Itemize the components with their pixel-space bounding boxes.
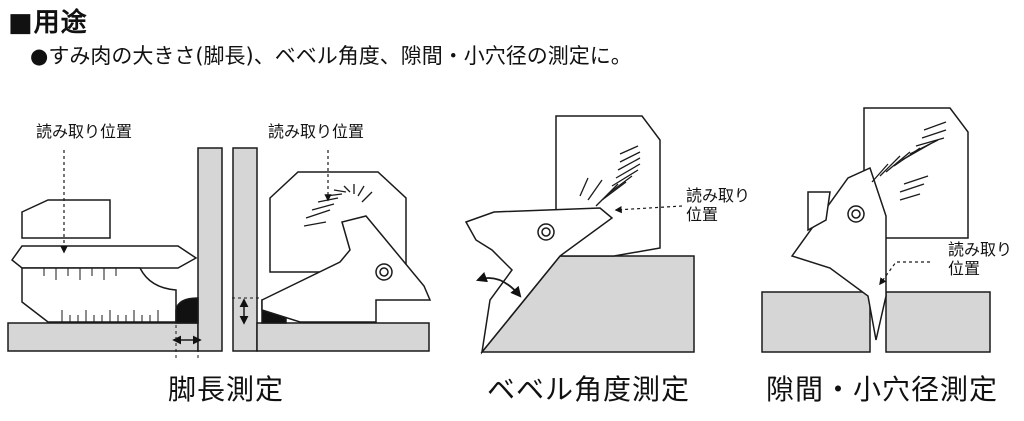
caption-leg-length: 脚長測定: [168, 373, 285, 406]
angle-scale-bevel: [579, 145, 641, 207]
reading-leader-3: [614, 205, 683, 214]
angle-scale-gap: [871, 121, 947, 201]
base-plate-left: [7, 322, 199, 352]
vertical-plate-left: [197, 147, 223, 352]
vertical-plate-right: [232, 147, 258, 352]
caption-gap-measurement: 隙間・小穴径測定: [766, 373, 999, 406]
base-plate-right: [256, 322, 430, 352]
reading-leader-4: [879, 261, 930, 286]
bevel-angle-arrow: [475, 271, 522, 298]
leg-scale-ticks: [43, 268, 159, 322]
gauge-pointer-right: [261, 215, 432, 323]
page-title: ■用途: [8, 8, 88, 38]
bevel-angle-diagram: [464, 115, 695, 355]
gauge-slider: [10, 245, 198, 269]
leg-length-diagram: [7, 147, 432, 360]
gauge-pointer-bevel: [464, 207, 614, 355]
plate-gap-left: [761, 291, 871, 353]
reading-position-label-4: 読み取り 位置: [948, 240, 1013, 278]
page-subtitle: ●すみ肉の大きさ(脚長)、ベベル角度、隙間・小穴径の測定に。: [30, 44, 632, 68]
reading-position-label-3: 読み取り 位置: [686, 186, 751, 224]
gauge-body-upper: [21, 199, 111, 239]
plate-gap-right: [885, 291, 991, 353]
gap-diagram: [761, 107, 991, 353]
reading-position-label-2: 読み取り位置: [268, 122, 365, 141]
reading-position-label-1: 読み取り位置: [36, 122, 133, 141]
weld-fillet-left: [175, 297, 199, 324]
caption-bevel-angle: ベベル角度測定: [487, 373, 691, 406]
gauge-body-lower: [21, 267, 177, 323]
